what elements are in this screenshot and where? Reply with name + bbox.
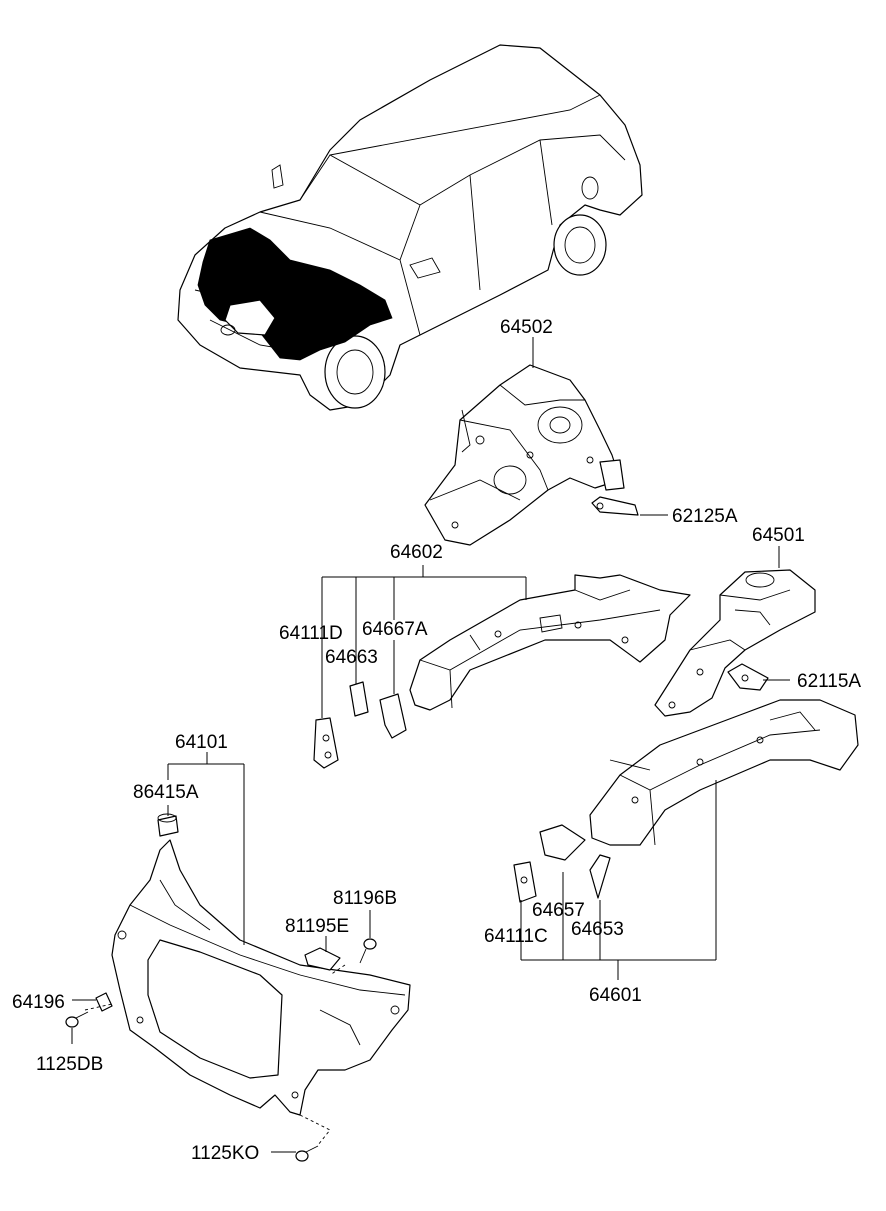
label-64653: 64653 [571, 919, 624, 940]
part-1125DB-bolt [65, 1011, 89, 1028]
part-64602-member [409, 574, 691, 711]
label-64663: 64663 [325, 647, 378, 668]
part-64502-panel [424, 364, 625, 546]
label-1125KO: 1125KO [191, 1143, 259, 1164]
label-1125DB: 1125DB [36, 1054, 103, 1075]
label-64101: 64101 [175, 732, 228, 753]
part-64501-panel [654, 569, 816, 717]
label-64501: 64501 [752, 525, 805, 546]
label-64601: 64601 [589, 985, 642, 1006]
part-64111D-plate [313, 717, 339, 769]
label-64111C: 64111C [484, 926, 548, 947]
part-81196B-bolt [359, 938, 377, 964]
part-64101-carrier [111, 839, 411, 1116]
label-62125A: 62125A [672, 506, 738, 527]
part-64196-bracket [95, 992, 113, 1012]
part-1125KO-bolt [295, 1145, 319, 1162]
part-64111C-plate [513, 861, 537, 903]
part-62125A-bracket [591, 496, 639, 516]
label-81196B: 81196B [333, 888, 397, 909]
label-62115A: 62115A [797, 671, 861, 692]
label-64196: 64196 [12, 992, 65, 1013]
label-64602: 64602 [390, 542, 443, 563]
part-81195E-clip [304, 947, 341, 971]
label-81195E: 81195E [285, 916, 349, 937]
label-64667A: 64667A [362, 619, 428, 640]
part-64667A-bracket [379, 693, 407, 739]
label-64502: 64502 [500, 317, 553, 338]
vehicle-illustration [177, 44, 643, 411]
part-64653-bracket [589, 854, 611, 899]
label-86415A: 86415A [133, 782, 199, 803]
part-64657-bracket [539, 824, 586, 861]
part-labels: 64502 62125A 64501 64602 64111D 64667A 6… [12, 317, 861, 1164]
part-62115A-bracket [727, 663, 769, 691]
part-64601-member [589, 699, 859, 846]
label-64657: 64657 [532, 900, 585, 921]
leader-lines [71, 337, 790, 1153]
part-86415A-bumper [157, 813, 179, 837]
part-64663-bracket [349, 681, 369, 717]
label-64111D: 64111D [279, 623, 343, 644]
